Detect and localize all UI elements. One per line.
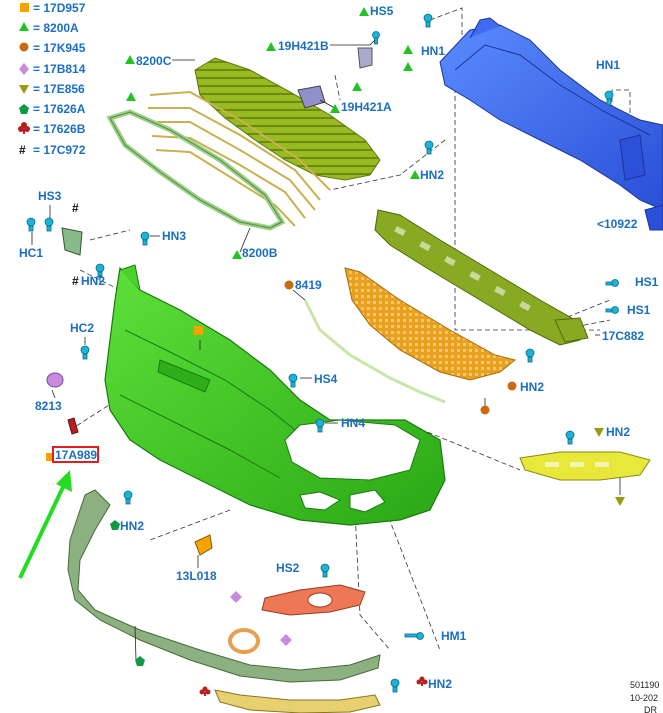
fog-lamp-bezel: [261, 584, 366, 616]
grille-slats: [148, 90, 331, 227]
label-hn1-top[interactable]: HN1: [421, 44, 445, 58]
label-8200c[interactable]: 8200C: [136, 54, 172, 68]
lower-lip-spoiler: [67, 489, 381, 683]
screw-icon: [372, 31, 380, 45]
cover-8213: [46, 372, 64, 388]
legend-square-icon: [20, 3, 29, 12]
fastener-clip-icon: [423, 13, 433, 28]
legend-code-5: = 17E856: [33, 82, 85, 96]
energy-absorber: [374, 209, 581, 346]
label-19h421a[interactable]: 19H421A: [341, 100, 392, 114]
diagram-markers: [46, 7, 625, 696]
bolt-icon: [605, 306, 619, 314]
label-hc2[interactable]: HC2: [70, 321, 94, 335]
legend-code-3: = 17K945: [33, 41, 86, 55]
clip-17a989-part: [67, 417, 79, 435]
label-8200b[interactable]: 8200B: [242, 246, 278, 260]
nut-icon: [390, 678, 400, 693]
label-17c882[interactable]: 17C882: [602, 329, 644, 343]
label-hs2[interactable]: HS2: [276, 561, 300, 575]
screw-icon: [404, 632, 424, 640]
legend-code-6: = 17626A: [33, 102, 86, 116]
legend-code-7: = 17626B: [33, 122, 86, 136]
legend-pentagon-icon: [19, 104, 29, 114]
label-17a989[interactable]: 17A989: [55, 448, 97, 462]
label-hs1-b[interactable]: HS1: [627, 303, 651, 317]
legend-code-2: = 8200A: [33, 21, 79, 35]
fastener-clip-icon: [80, 345, 90, 360]
legend-triangle-icon: [19, 22, 29, 31]
fastener-clip-icon: [44, 217, 54, 232]
label-13l018[interactable]: 13L018: [176, 569, 217, 583]
label-hn2-bracket[interactable]: HN2: [606, 425, 630, 439]
fastener-clip-icon: [424, 140, 434, 155]
label-hc1[interactable]: HC1: [19, 246, 43, 260]
fastener-clip-icon: [140, 231, 150, 246]
diagram-footer: 501190 10-202 DR: [630, 680, 659, 713]
bracket-19h421a: [297, 85, 326, 109]
label-hs1-a[interactable]: HS1: [635, 275, 659, 289]
fog-lamp-ring: [228, 628, 260, 654]
fasteners: [26, 13, 619, 693]
fastener-clip-icon: [315, 418, 325, 433]
legend-code-4: = 17B814: [33, 62, 86, 76]
upper-grille: [194, 57, 381, 181]
label-hs5[interactable]: HS5: [370, 4, 394, 18]
lower-grille: [344, 267, 517, 381]
grille-surround-frame: [106, 109, 286, 231]
bracket-19h421b: [357, 47, 373, 69]
label-8213[interactable]: 8213: [35, 399, 62, 413]
bracket-hs3: [61, 227, 83, 256]
leader-lines: [31, 39, 621, 661]
label-hash-mark: #: [72, 201, 79, 215]
legend-triangle-down-icon: [19, 85, 29, 94]
footer-line-2: 10-202: [630, 693, 658, 703]
fastener-clip-icon: [320, 563, 330, 578]
lower-grille-trim-strip: [303, 299, 446, 404]
label-hn2-upper[interactable]: HN2: [420, 168, 444, 182]
fastener-clip-icon: [565, 430, 575, 445]
label-hn2-mid[interactable]: HN2: [520, 380, 544, 394]
footer-line-3: DR: [644, 705, 657, 713]
label-hs4[interactable]: HS4: [314, 372, 338, 386]
fastener-clip-icon: [26, 217, 36, 232]
tow-hook-cover-13l018: [194, 534, 213, 556]
legend-hash-icon: #: [19, 143, 26, 157]
label-19h421b[interactable]: 19H421B: [278, 39, 329, 53]
legend: # = 17D957 = 8200A = 17K945 = 17B814 = 1…: [18, 1, 86, 157]
highlight-arrow-icon: [18, 470, 72, 579]
skid-plate: [214, 689, 381, 713]
label-hn2-left[interactable]: HN2: [81, 274, 105, 288]
bolt-icon: [604, 90, 614, 106]
legend-diamond-icon: [19, 63, 29, 75]
legend-club-icon: [18, 122, 30, 134]
callout-labels: HS5 HN1 HN1 19H421B 19H421A 8200C HN2 <1…: [19, 4, 659, 691]
label-hn2-bottom[interactable]: HN2: [428, 677, 452, 691]
label-hm1[interactable]: HM1: [441, 629, 467, 643]
label-8419[interactable]: 8419: [295, 278, 322, 292]
fastener-clip-icon: [123, 490, 133, 505]
fastener-clip-icon: [288, 373, 298, 388]
label-hn4[interactable]: HN4: [341, 416, 365, 430]
label-hn1-right[interactable]: HN1: [596, 58, 620, 72]
bumper-side-bracket: [519, 451, 651, 481]
part-highlight-box: [52, 446, 99, 463]
legend-code-8: = 17C972: [33, 143, 86, 157]
bracket-17c882: [554, 317, 589, 343]
label-hs3[interactable]: HS3: [38, 189, 62, 203]
legend-circle-icon: [19, 42, 29, 52]
bolt-icon: [605, 279, 619, 287]
fastener-clip-icon: [525, 348, 535, 363]
label-10922[interactable]: <10922: [597, 217, 638, 231]
front-bumper-cover: [104, 264, 446, 526]
label-hash-hn2: #: [72, 274, 79, 288]
legend-code-1: = 17D957: [33, 1, 86, 15]
label-hn3[interactable]: HN3: [162, 229, 186, 243]
footer-line-1: 501190: [630, 680, 659, 690]
bumper-reinforcement-beam: [439, 17, 663, 231]
label-hn2-lower[interactable]: HN2: [120, 519, 144, 533]
